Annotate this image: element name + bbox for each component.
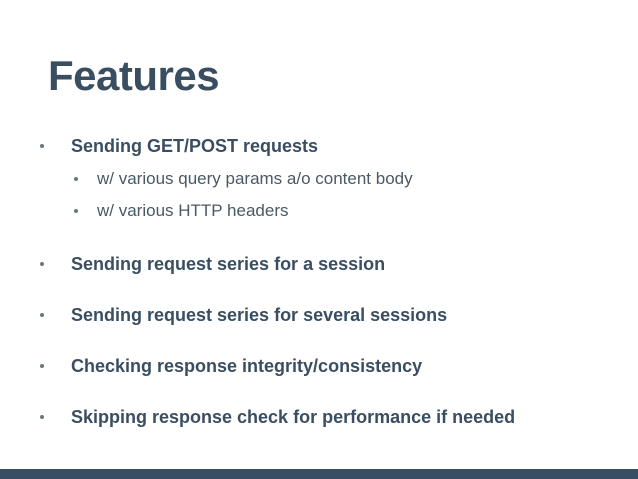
bullet-dot-icon (40, 262, 44, 266)
slide-title: Features (48, 52, 220, 99)
bullet-item: Sending request series for a session (38, 251, 385, 277)
bullet-dot-icon (40, 415, 44, 419)
bullet-text: Sending request series for a session (71, 253, 386, 274)
bullet-text: Sending request series for several sessi… (71, 304, 448, 325)
bullet-dot-icon (74, 177, 78, 181)
sub-bullet-text: w/ various HTTP headers (97, 201, 289, 220)
bullet-dot-icon (40, 144, 44, 148)
bullet-text: Checking response integrity/consistency (71, 355, 423, 376)
bullet-text: Sending GET/POST requests (71, 135, 319, 156)
sub-bullet-item: w/ various HTTP headers (74, 198, 288, 224)
bullet-dot-icon (40, 364, 44, 368)
bullet-dot-icon (74, 209, 78, 213)
bullet-dot-icon (40, 313, 44, 317)
sub-bullet-text: w/ various query params a/o content body (97, 169, 413, 188)
bullet-item: Checking response integrity/consistency (38, 353, 422, 379)
bullet-text: Skipping response check for performance … (71, 406, 516, 427)
footer-bar (0, 469, 638, 479)
sub-bullet-item: w/ various query params a/o content body (74, 166, 413, 192)
bullet-item: Skipping response check for performance … (38, 404, 515, 430)
bullet-item: Sending GET/POST requests (38, 133, 318, 159)
bullet-item: Sending request series for several sessi… (38, 302, 447, 328)
